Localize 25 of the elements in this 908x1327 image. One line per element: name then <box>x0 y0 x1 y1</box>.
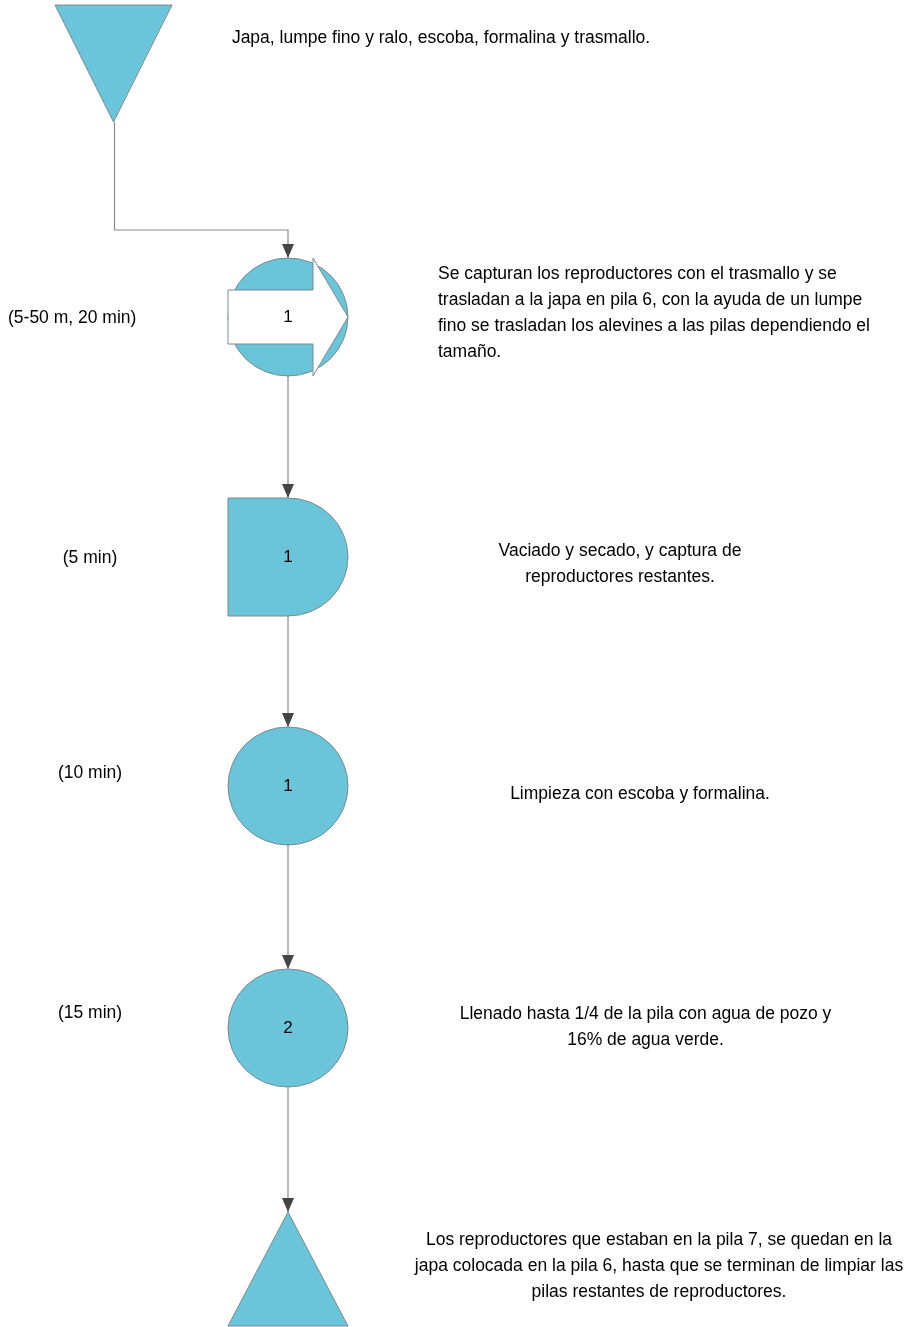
step-number: 1 <box>283 547 293 567</box>
step-description: Se capturan los reproductores con el trasmallo y se trasladan a la japa en pila 6, con la ayuda de un lumpe fino se trasladan los alevines a las pilas dependiendo el tamaño. <box>438 262 871 363</box>
step-description: Vaciado y secado, y captura de reproductores restantes. <box>497 539 743 588</box>
step-description: Limpieza con escoba y formalina. <box>509 782 771 805</box>
duration-label: (5 min) <box>61 546 119 569</box>
arrow <box>282 375 294 499</box>
step-number: 1 <box>283 776 293 796</box>
duration-label: (5-50 m, 20 min) <box>8 306 138 329</box>
step-description: Llenado hasta 1/4 de la pila con agua de pozo y 16% de agua verde. <box>458 1002 833 1051</box>
step-number: 2 <box>283 1018 293 1038</box>
arrow <box>282 1086 294 1213</box>
arrow <box>282 844 294 970</box>
arrow <box>282 615 294 728</box>
step-description: Japa, lumpe fino y ralo, escoba, formalina y trasmallo. <box>230 26 652 49</box>
operation-circle <box>228 727 348 845</box>
duration-label: (10 min) <box>56 761 124 784</box>
duration-label: (15 min) <box>56 1001 124 1024</box>
delay-symbol <box>228 498 348 616</box>
step-description: Los reproductores que estaban en la pila 7, se quedan en la japa colocada en la pila 6, hasta que se terminan de limpiar las pilas restantes de reproductores. <box>414 1228 904 1303</box>
step-number: 1 <box>283 307 293 327</box>
storage-triangle-symbol <box>228 1212 348 1326</box>
storage-triangle-symbol <box>55 5 172 122</box>
arrow <box>113 121 294 259</box>
operation-circle <box>228 969 348 1087</box>
operation-transport-symbol <box>228 258 348 376</box>
